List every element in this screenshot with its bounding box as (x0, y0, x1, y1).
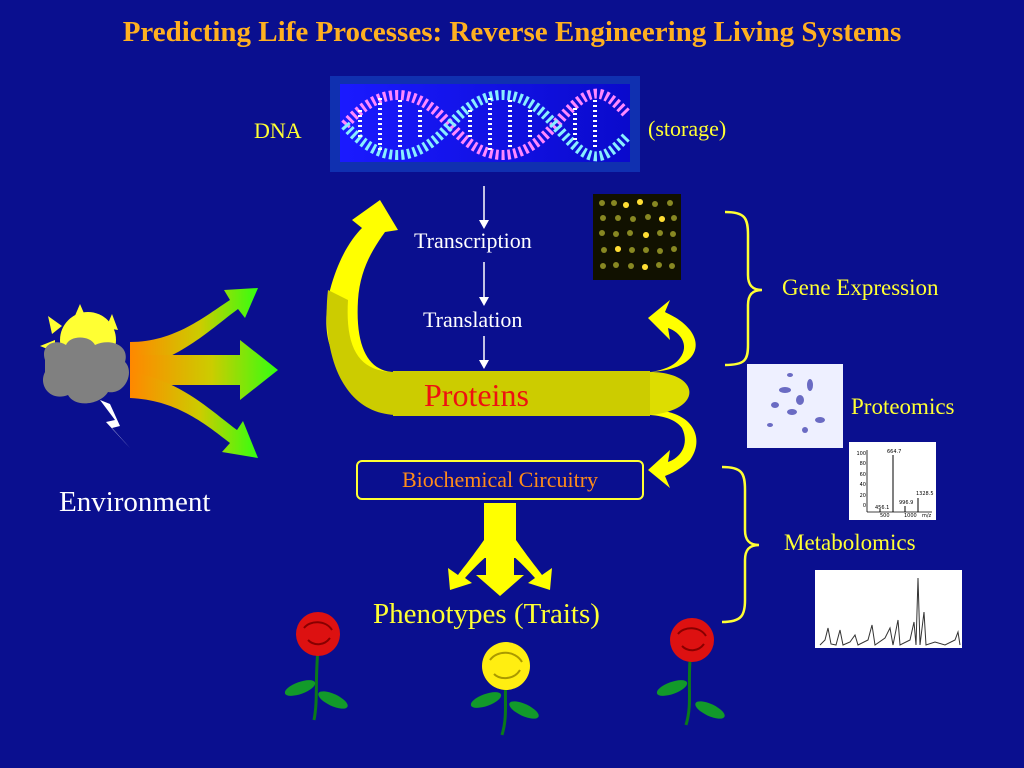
proteins-arrow (479, 336, 489, 369)
mass-spec-peak-label: 1328.5 (916, 491, 934, 497)
metabolomics-chromatogram-image (815, 570, 962, 648)
phenotype-arrows (448, 503, 552, 596)
rose-yellow-icon (470, 642, 539, 736)
mass-spec-x-tick: m/z (922, 513, 932, 519)
environment-label: Environment (59, 486, 211, 518)
translation-arrow (479, 262, 489, 306)
mass-spec-y-tick: 60 (859, 471, 866, 478)
mass-spec-y-tick: 40 (859, 482, 866, 489)
protein-band (393, 371, 650, 416)
transcription-arrow (479, 186, 489, 229)
page-title: Predicting Life Processes: Reverse Engin… (122, 16, 902, 48)
metabolomics-label: Metabolomics (784, 530, 916, 555)
feedback-arrows (326, 200, 697, 488)
dna-helix-image (330, 76, 640, 172)
mass-spectrum-image (849, 442, 936, 520)
rose-red-icon (284, 612, 348, 721)
mass-spec-y-tick: 0 (862, 503, 866, 510)
proteins-label: Proteins (424, 377, 529, 413)
dna-label: DNA (254, 118, 302, 143)
environment-arrows (130, 288, 278, 458)
mass-spec-peak-label: 996.9 (899, 500, 914, 506)
microarray-image (593, 194, 681, 280)
translation-label: Translation (423, 307, 523, 332)
sun-cloud-lightning-icon (40, 304, 130, 448)
phenotypes-label: Phenotypes (Traits) (373, 598, 600, 630)
gene-expression-label: Gene Expression (782, 275, 939, 300)
storage-label: (storage) (648, 116, 727, 141)
mass-spec-x-tick: 1000 (904, 513, 917, 519)
mass-spec-y-tick: 20 (859, 492, 866, 499)
mass-spec-y-tick: 100 (856, 451, 866, 457)
rose-red-icon (656, 618, 725, 726)
metabolomics-brace (721, 465, 760, 624)
biochemical-circuitry-box: Biochemical Circuitry (356, 460, 644, 500)
mass-spec-peak-label: 456.1 (875, 505, 890, 511)
mass-spec-peak-label: 664.7 (887, 449, 902, 455)
proteomics-label: Proteomics (851, 394, 955, 419)
mass-spec-y-ticks: 100 80 60 40 20 0 (852, 449, 866, 511)
mass-spec-y-tick: 80 (859, 461, 866, 468)
proteomics-gel-image (747, 364, 843, 448)
transcription-label: Transcription (414, 228, 532, 253)
gene-expression-brace (724, 210, 763, 367)
mass-spec-x-tick: 500 (880, 513, 890, 519)
